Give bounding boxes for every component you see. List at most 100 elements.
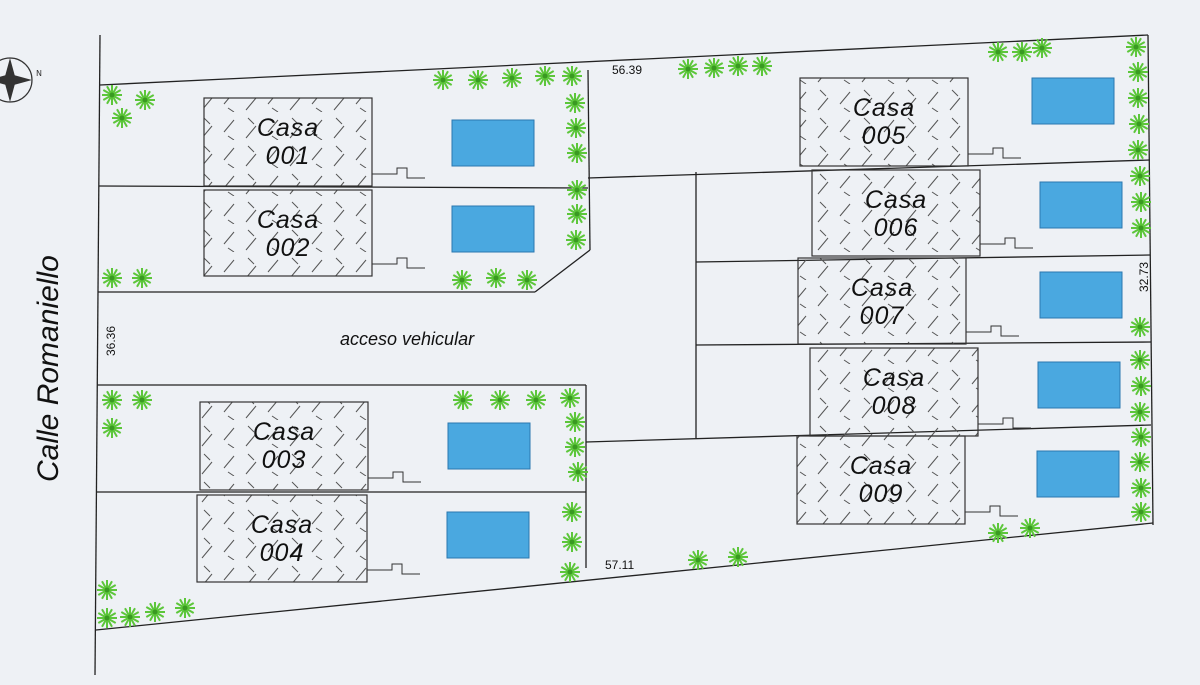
house-number: 005 — [862, 122, 907, 150]
tree-icon — [175, 598, 195, 618]
tree-icon — [468, 70, 488, 90]
tree-icon — [567, 143, 587, 163]
tree-icon — [1131, 376, 1151, 396]
tree-icon — [535, 66, 555, 86]
tree-icon — [566, 230, 586, 250]
house-label: Casa — [251, 511, 313, 539]
dimension-bottom: 57.11 — [605, 558, 634, 572]
tree-icon — [752, 56, 772, 76]
house-number: 009 — [859, 480, 904, 508]
tree-icon — [145, 602, 165, 622]
pool-icon — [447, 422, 531, 470]
tree-icon — [565, 412, 585, 432]
house-label: Casa — [865, 186, 927, 214]
tree-icon — [112, 108, 132, 128]
pool-icon — [451, 205, 535, 253]
tree-icon — [453, 390, 473, 410]
tree-icon — [102, 390, 122, 410]
house-number: 004 — [260, 539, 305, 567]
pool-icon — [1039, 181, 1123, 229]
street-line — [94, 34, 101, 676]
tree-icon — [135, 90, 155, 110]
tree-icon — [1126, 37, 1146, 57]
tree-icon — [132, 390, 152, 410]
tree-icon — [688, 550, 708, 570]
house-number: 006 — [874, 214, 919, 242]
pool-icon — [1039, 271, 1123, 319]
tree-icon — [1128, 140, 1148, 160]
svg-text:N: N — [36, 69, 42, 78]
tree-icon — [1128, 88, 1148, 108]
tree-icon — [1129, 114, 1149, 134]
tree-icon — [704, 58, 724, 78]
tree-icon — [562, 502, 582, 522]
tree-icon — [120, 607, 140, 627]
tree-icon — [568, 462, 588, 482]
house-label: Casa — [851, 274, 913, 302]
tree-icon — [565, 437, 585, 457]
tree-icon — [102, 268, 122, 288]
tree-icon — [102, 418, 122, 438]
house-label: Casa — [853, 94, 915, 122]
tree-icon — [1131, 478, 1151, 498]
tree-icon — [566, 118, 586, 138]
tree-icon — [1130, 402, 1150, 422]
house-number: 002 — [266, 234, 311, 262]
tree-icon — [486, 268, 506, 288]
dimension-left: 36.36 — [104, 326, 118, 356]
tree-icon — [1131, 192, 1151, 212]
access-label: acceso vehicular — [340, 329, 475, 349]
tree-icon — [526, 390, 546, 410]
tree-icon — [1032, 38, 1052, 58]
tree-icon — [1130, 166, 1150, 186]
pool-icon — [1036, 450, 1120, 498]
tree-icon — [452, 270, 472, 290]
house-label: Casa — [850, 452, 912, 480]
tree-icon — [562, 66, 582, 86]
pool-icon — [451, 119, 535, 167]
tree-icon — [988, 523, 1008, 543]
tree-icon — [567, 204, 587, 224]
tree-icon — [562, 532, 582, 552]
tree-icon — [728, 547, 748, 567]
tree-icon — [97, 608, 117, 628]
tree-icon — [1020, 518, 1040, 538]
tree-icon — [988, 42, 1008, 62]
tree-icon — [1131, 427, 1151, 447]
tree-icon — [1131, 218, 1151, 238]
tree-icon — [678, 59, 698, 79]
tree-icon — [1012, 42, 1032, 62]
house-number: 007 — [860, 302, 905, 330]
tree-icon — [728, 56, 748, 76]
north-arrow-icon: N — [0, 57, 42, 103]
tree-icon — [567, 180, 587, 200]
tree-icon — [1130, 350, 1150, 370]
tree-icon — [490, 390, 510, 410]
tree-icon — [565, 93, 585, 113]
pool-icon — [1037, 361, 1121, 409]
tree-icon — [102, 85, 122, 105]
house-number: 001 — [266, 142, 311, 170]
house-number: 008 — [872, 392, 917, 420]
tree-icon — [1131, 502, 1151, 522]
tree-icon — [97, 580, 117, 600]
tree-icon — [560, 562, 580, 582]
pool-icon — [446, 511, 530, 559]
house-label: Casa — [253, 418, 315, 446]
property-boundary — [95, 34, 1154, 631]
tree-icon — [502, 68, 522, 88]
tree-icon — [1130, 452, 1150, 472]
tree-icon — [433, 70, 453, 90]
pool-icon — [1031, 77, 1115, 125]
house-label: Casa — [257, 206, 319, 234]
house-number: 003 — [262, 446, 307, 474]
